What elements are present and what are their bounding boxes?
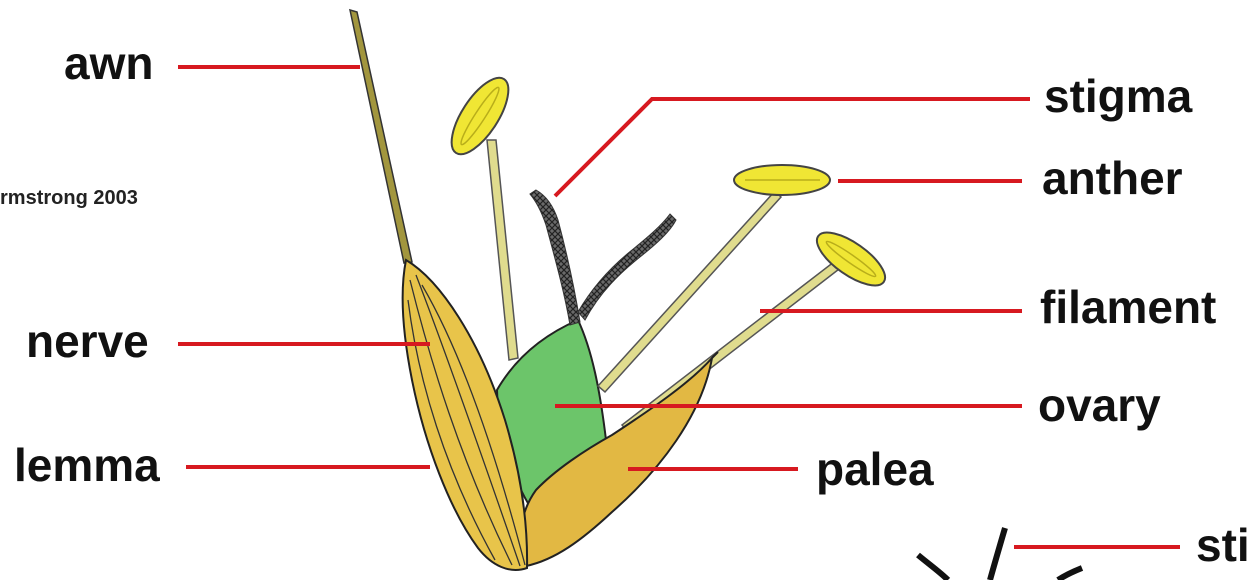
- partial-stigma-shape-2: [990, 528, 1005, 580]
- label-nerve: nerve: [26, 318, 149, 364]
- anther-upper-left: [441, 69, 519, 162]
- label-ovary: ovary: [1038, 382, 1161, 428]
- anther-right: [809, 223, 893, 295]
- label-awn: awn: [64, 40, 153, 86]
- awn-shape: [350, 10, 412, 263]
- credit-text: rmstrong 2003: [0, 188, 138, 208]
- label-stigma-partial: sti: [1196, 522, 1248, 568]
- partial-stigma-shape-3: [1058, 568, 1082, 580]
- partial-stigma-shape: [918, 555, 948, 580]
- label-stigma: stigma: [1044, 73, 1192, 119]
- stigma-right-shape: [578, 214, 676, 320]
- stigma-left-shape: [530, 190, 580, 325]
- label-anther: anther: [1042, 155, 1183, 201]
- label-lemma: lemma: [14, 442, 160, 488]
- label-filament: filament: [1040, 284, 1216, 330]
- filament-middle: [598, 191, 781, 392]
- filament-back: [487, 140, 518, 360]
- label-palea: palea: [816, 446, 934, 492]
